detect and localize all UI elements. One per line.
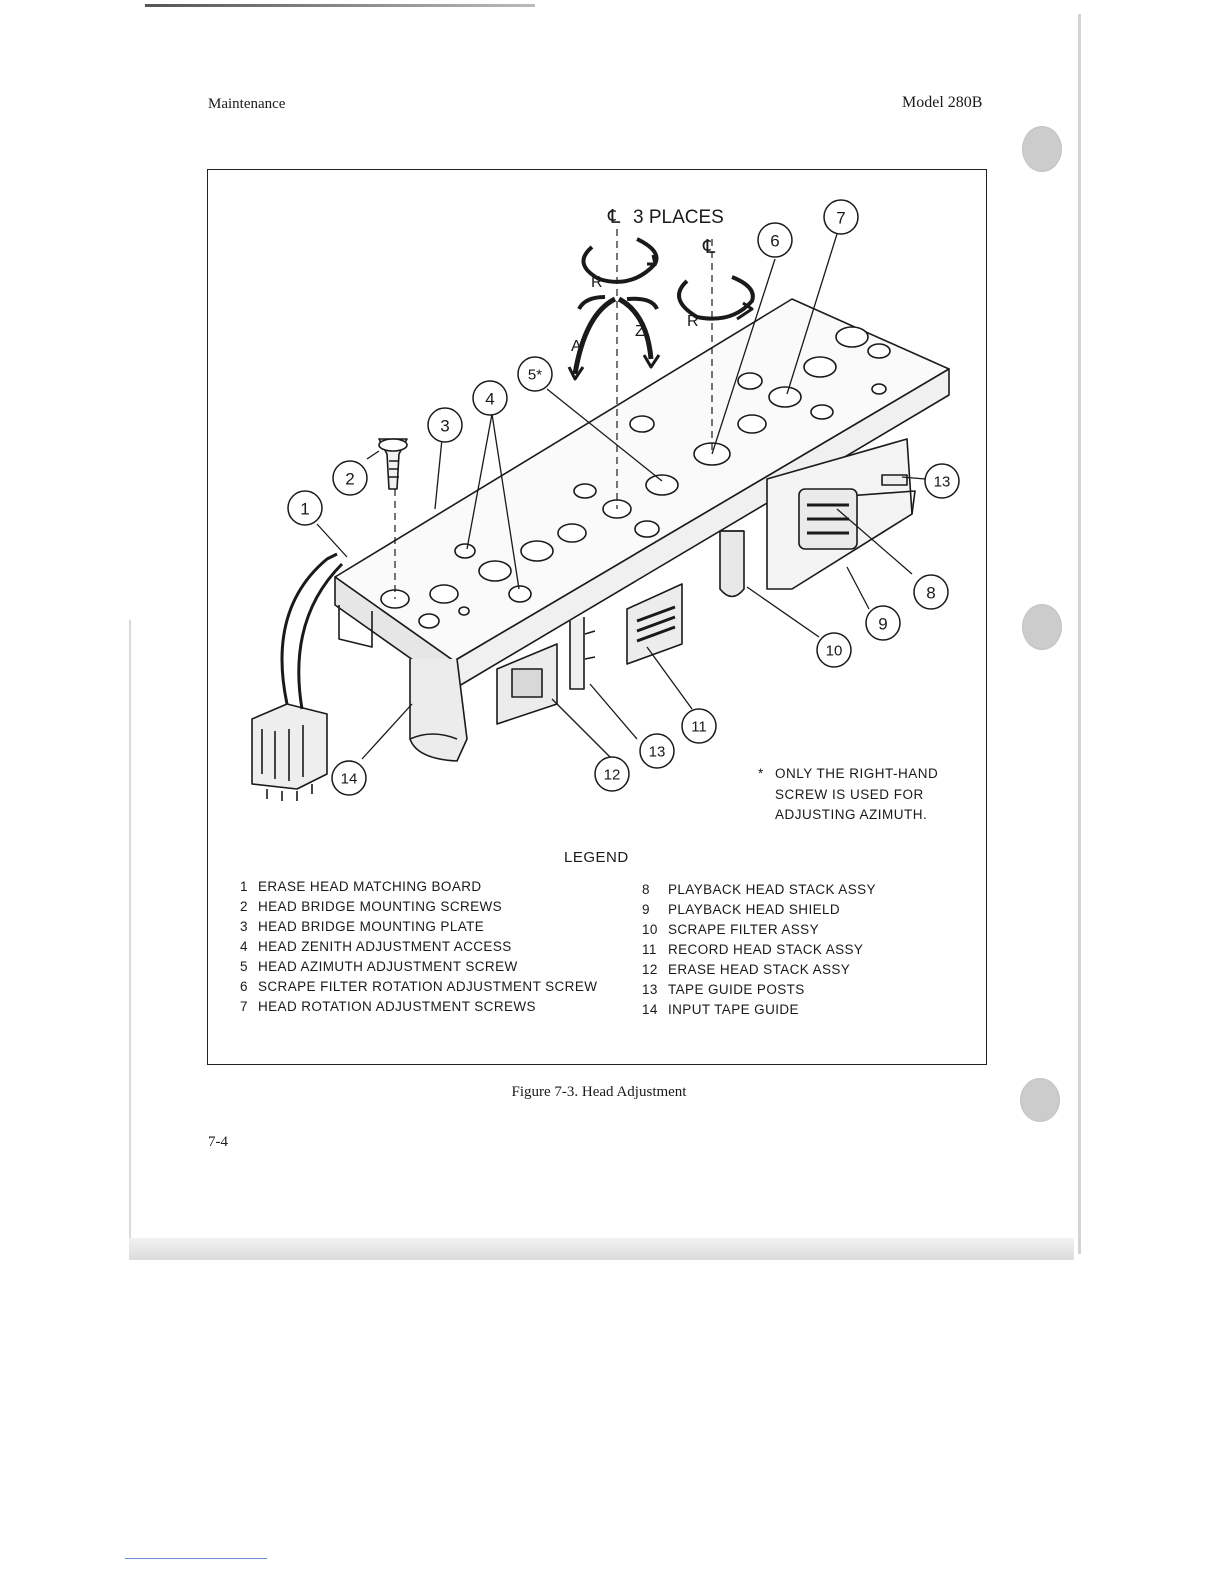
scan-bottom-band — [129, 1238, 1074, 1260]
callout-11 — [681, 708, 717, 744]
head-assembly-illustration: 1 2 3 4 5* 6 7 8 9 10 11 12 13 13 14 ℄ 3… — [251, 199, 960, 801]
callout-1-label: 1 — [300, 500, 309, 519]
callout-4 — [472, 380, 508, 416]
input-tape-guide — [409, 658, 468, 762]
connector-cable — [280, 552, 338, 705]
page-number: 7-4 — [208, 1134, 228, 1150]
binder-hole-bottom — [1020, 1078, 1060, 1122]
callout-6 — [757, 222, 793, 258]
scan-top-rule — [145, 4, 535, 7]
callout-2-label: 2 — [345, 470, 354, 489]
rotation-arrow-right — [677, 275, 755, 321]
figure-frame — [207, 169, 987, 1065]
callout-7-label: 7 — [836, 209, 845, 228]
callout-13b — [924, 463, 960, 499]
callout-5 — [517, 356, 553, 392]
callout-6-label: 6 — [770, 232, 779, 251]
rotation-label-right: R — [687, 313, 699, 330]
centerline-symbol-2: ℄ — [702, 237, 716, 258]
scan-bottom-line — [125, 1558, 267, 1559]
azimuth-note: * ONLY THE RIGHT-HAND SCREW IS USED FOR A… — [758, 764, 938, 826]
figure-caption: Figure 7-3. Head Adjustment — [511, 1084, 687, 1100]
mounting-screw — [378, 438, 408, 490]
running-header-model: Model 280B — [902, 94, 983, 111]
zenith-label: Z — [635, 323, 645, 340]
centerline-symbol: ℄ — [607, 207, 621, 228]
callout-1 — [287, 490, 323, 526]
callout-13a — [639, 733, 675, 769]
scan-left-edge — [129, 620, 131, 1250]
centerline-places-label: 3 PLACES — [633, 207, 724, 228]
callout-10-label: 10 — [826, 643, 843, 660]
callout-13b-label: 13 — [934, 474, 951, 491]
callout-3-label: 3 — [440, 417, 449, 436]
callout-2 — [332, 460, 368, 496]
rotation-arrow-left — [581, 237, 659, 284]
callout-7 — [823, 199, 859, 235]
callout-5-label: 5* — [528, 367, 542, 384]
note-line-3: ADJUSTING AZIMUTH. — [775, 807, 928, 822]
rotation-label-left: R — [591, 274, 603, 291]
note-line-2: SCREW IS USED FOR — [775, 786, 924, 802]
callout-9-label: 9 — [878, 615, 887, 634]
callout-14 — [331, 760, 367, 796]
running-header-section: Maintenance — [208, 96, 286, 112]
callout-9 — [865, 605, 901, 641]
callout-12 — [594, 756, 630, 792]
binder-hole-middle — [1022, 604, 1062, 650]
binder-hole-top — [1022, 126, 1062, 172]
azimuth-label: A — [571, 338, 582, 355]
callout-14-label: 14 — [341, 771, 358, 788]
callout-8-label: 8 — [926, 584, 935, 603]
scrape-filter-assy — [719, 530, 745, 598]
callout-3 — [427, 407, 463, 443]
note-line-1: ONLY THE RIGHT-HAND — [775, 766, 939, 781]
callout-13a-label: 13 — [649, 744, 666, 761]
callout-11-label: 11 — [691, 719, 707, 736]
legend-title: LEGEND — [564, 849, 629, 866]
callout-8 — [913, 574, 949, 610]
callout-10 — [816, 632, 852, 668]
note-asterisk: * — [758, 766, 764, 781]
azimuth-arrow — [572, 296, 617, 375]
zenith-arrow — [617, 296, 654, 360]
scan-right-edge — [1078, 14, 1081, 1254]
callout-12-label: 12 — [604, 767, 621, 784]
callout-4-label: 4 — [485, 390, 494, 409]
